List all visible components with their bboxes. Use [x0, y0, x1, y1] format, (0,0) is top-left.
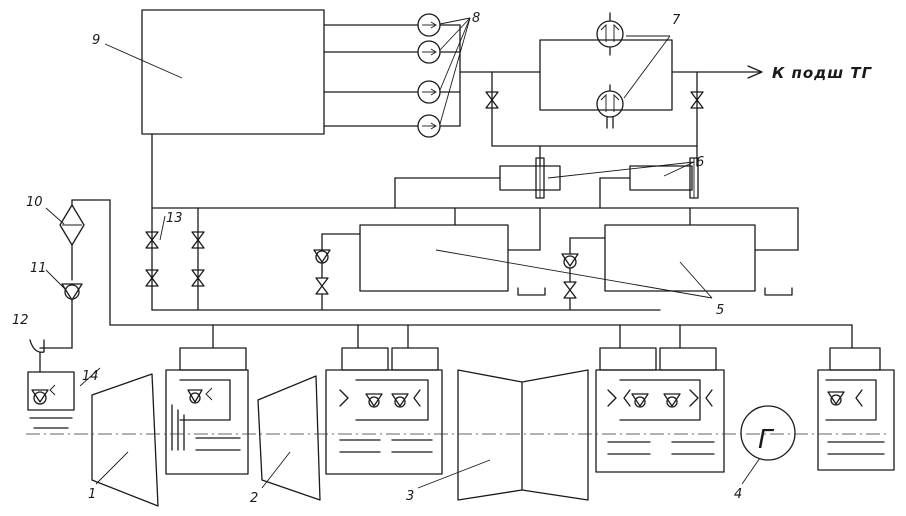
pump-icon	[417, 80, 441, 104]
label-7: 7	[672, 13, 681, 28]
valve-icon	[145, 269, 159, 287]
arrow-icon	[747, 65, 763, 79]
cooler-icon	[596, 84, 624, 129]
check-valve-icon	[663, 393, 681, 408]
label-8: 8	[472, 11, 480, 26]
turbine-2	[257, 375, 321, 501]
generator-symbol: Г	[758, 425, 775, 455]
label-11: 11	[30, 261, 47, 276]
pump-icon	[417, 114, 441, 138]
check-valve-icon	[313, 249, 331, 264]
label-9: 9	[92, 33, 100, 48]
drain-cup-icon	[29, 339, 45, 353]
pump-lines	[323, 24, 461, 127]
valve-icon	[315, 277, 329, 295]
check-valve-icon	[61, 283, 83, 301]
valve-icon	[191, 231, 205, 249]
label-2: 2	[250, 491, 258, 506]
pump-icon	[417, 40, 441, 64]
valve-icon	[690, 91, 704, 109]
label-5: 5	[716, 303, 724, 318]
label-10: 10	[26, 195, 43, 210]
label-1: 1	[88, 487, 96, 502]
check-valve-icon	[827, 391, 845, 406]
label-3: 3	[406, 489, 414, 504]
bearing-4	[817, 369, 895, 471]
strainer-icon	[59, 204, 85, 246]
valve-icon	[191, 269, 205, 287]
valve-icon	[145, 231, 159, 249]
valve-icon	[485, 91, 499, 109]
label-6: 6	[696, 155, 704, 170]
injector-tank-right	[604, 224, 756, 292]
destination-label: К подш ТГ	[772, 64, 873, 82]
leader-lines	[45, 17, 761, 489]
check-valve-icon	[561, 253, 579, 269]
check-valve-icon	[631, 393, 649, 408]
label-12: 12	[12, 313, 29, 328]
check-valve-icon	[187, 389, 203, 404]
check-valve-icon	[391, 393, 409, 408]
valve-icon	[563, 281, 577, 299]
pump-icon	[31, 384, 56, 405]
compressor-1	[91, 373, 159, 507]
bearing-1	[179, 347, 247, 371]
filter-right	[629, 165, 693, 191]
injector-tank-left	[359, 224, 509, 292]
generator-4	[740, 405, 796, 461]
label-13: 13	[166, 211, 183, 226]
pump-group	[417, 13, 441, 138]
turbine-3	[457, 369, 523, 501]
shaft-pump-14	[27, 371, 75, 411]
cooler-icon	[596, 12, 624, 56]
bearing-2	[325, 369, 443, 475]
check-valve-icon	[365, 393, 383, 408]
oil-tank	[141, 9, 325, 135]
label-14: 14	[82, 369, 99, 384]
bearing-3	[595, 369, 725, 473]
pump-icon	[417, 13, 441, 37]
label-4: 4	[734, 487, 742, 502]
